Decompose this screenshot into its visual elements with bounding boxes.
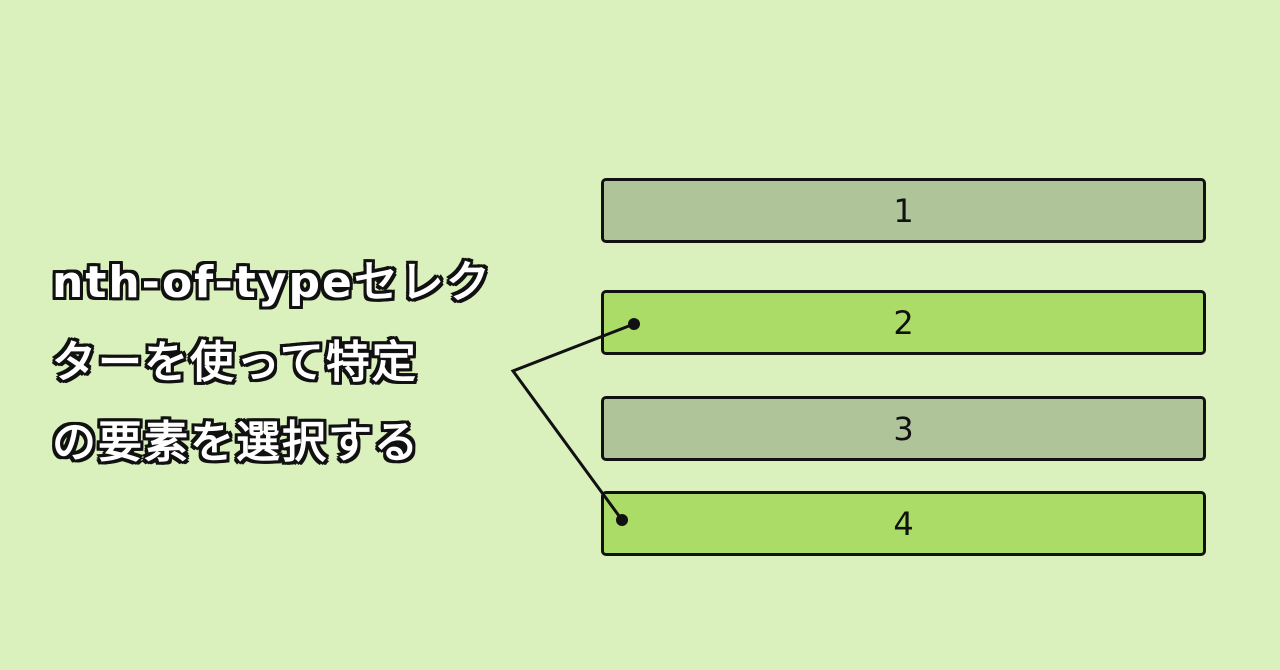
list-item-3: 3 bbox=[601, 396, 1206, 461]
item-label: 3 bbox=[893, 409, 914, 448]
title-line-3: の要素を選択する bbox=[52, 417, 420, 468]
list-item-1: 1 bbox=[601, 178, 1206, 243]
item-label: 4 bbox=[893, 504, 914, 543]
list-item-2-highlighted: 2 bbox=[601, 290, 1206, 355]
list-item-4-highlighted: 4 bbox=[601, 491, 1206, 556]
title-line-1: nth-of-typeセレク bbox=[52, 257, 492, 308]
item-label: 1 bbox=[893, 191, 914, 230]
item-label: 2 bbox=[893, 303, 914, 342]
title-line-2: ターを使って特定 bbox=[52, 337, 418, 388]
